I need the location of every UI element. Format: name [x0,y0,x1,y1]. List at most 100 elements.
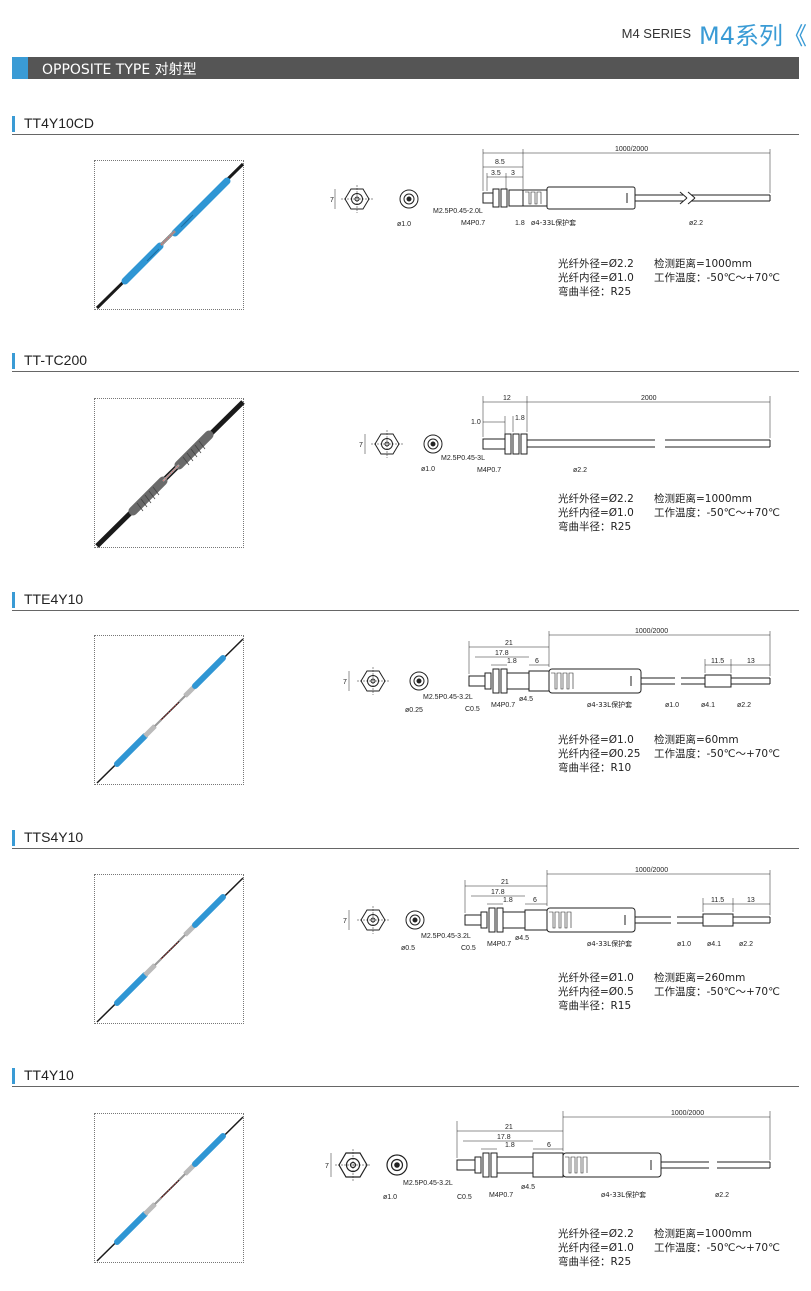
svg-text:1.0: 1.0 [471,419,481,426]
svg-text:17.8: 17.8 [495,650,509,657]
svg-text:1000/2000: 1000/2000 [635,867,668,874]
svg-text:M2.5P0.45-3.2L: M2.5P0.45-3.2L [421,933,471,940]
svg-text:11.5: 11.5 [711,897,724,904]
svg-text:7: 7 [330,197,334,204]
svg-text:ø2.2: ø2.2 [737,702,751,709]
series-label-cn: M4系列《 [699,22,807,50]
svg-text:ø2.2: ø2.2 [739,941,753,948]
svg-text:ø4-33L保护套: ø4-33L保护套 [601,1190,646,1199]
svg-text:ø1.0: ø1.0 [397,221,411,228]
svg-text:ø4.5: ø4.5 [519,696,533,703]
banner-title: OPPOSITE TYPE 对射型 [42,62,197,78]
svg-text:M2.5P0.45-3.2L: M2.5P0.45-3.2L [423,694,473,701]
title-accent [12,1068,15,1084]
product-photo [94,874,244,1024]
svg-text:6: 6 [547,1142,551,1149]
svg-text:M2.5P0.45-3.2L: M2.5P0.45-3.2L [403,1180,453,1187]
svg-text:1000/2000: 1000/2000 [635,628,668,635]
svg-text:M4P0.7: M4P0.7 [491,702,515,709]
svg-text:3: 3 [511,170,515,177]
svg-text:ø2.2: ø2.2 [689,220,703,227]
svg-text:ø2.2: ø2.2 [573,467,587,474]
section-rule [12,1086,799,1087]
svg-text:ø2.2: ø2.2 [715,1192,729,1199]
svg-text:17.8: 17.8 [491,889,505,896]
svg-text:ø1.0: ø1.0 [421,466,435,473]
svg-text:1000/2000: 1000/2000 [671,1110,704,1117]
series-label-en: M4 SERIES [621,26,691,41]
svg-text:ø1.0: ø1.0 [665,702,679,709]
product-section-tt4y10cd: TT4Y10CD 7 ø1.0 [0,115,811,335]
section-rule [12,371,799,372]
svg-text:1.8: 1.8 [507,658,517,665]
dimension-drawing: 7 ø0.25 21 17.8 1 [343,628,771,714]
model-name: TTS4Y10 [24,829,84,845]
dimension-drawing: 7 ø0.5 21 17.8 1. [343,867,771,952]
svg-text:8.5: 8.5 [495,159,505,166]
dimension-drawing: 7 ø1.0 21 17.8 1.8 6 1000/2000 M2 [325,1110,771,1201]
svg-text:1.8: 1.8 [505,1142,515,1149]
svg-text:ø4.1: ø4.1 [707,941,721,948]
svg-text:M4P0.7: M4P0.7 [477,467,501,474]
svg-text:ø4.1: ø4.1 [701,702,715,709]
svg-text:M2.5P0.45-3L: M2.5P0.45-3L [441,455,485,462]
svg-text:1.8: 1.8 [503,897,513,904]
svg-text:C0.5: C0.5 [461,945,476,952]
svg-text:17.8: 17.8 [497,1134,511,1141]
svg-text:ø1.0: ø1.0 [677,941,691,948]
title-accent [12,116,15,132]
svg-text:6: 6 [533,897,537,904]
svg-text:13: 13 [747,897,755,904]
product-photo [94,635,244,785]
svg-text:7: 7 [343,679,347,686]
title-accent [12,592,15,608]
svg-text:1.8: 1.8 [515,415,525,422]
svg-text:ø1.0: ø1.0 [383,1194,397,1201]
model-name: TTE4Y10 [24,591,84,607]
product-section-tt-tc200: TT-TC200 7 ø1.0 [0,352,811,572]
svg-text:M2.5P0.45-2.0L: M2.5P0.45-2.0L [433,208,483,215]
svg-text:1000/2000: 1000/2000 [615,146,648,153]
title-accent [12,353,15,369]
model-name: TT4Y10 [24,1067,74,1083]
svg-text:M4P0.7: M4P0.7 [489,1192,513,1199]
svg-text:M4P0.7: M4P0.7 [487,941,511,948]
product-section-tts4y10: TTS4Y10 7 ø0.5 [0,829,811,1049]
svg-text:21: 21 [501,879,509,886]
svg-text:ø0.25: ø0.25 [405,707,423,714]
section-rule [12,848,799,849]
svg-text:21: 21 [505,640,513,647]
svg-text:M4P0.7: M4P0.7 [461,220,485,227]
svg-text:7: 7 [325,1163,329,1170]
section-rule [12,134,799,135]
svg-text:ø4.5: ø4.5 [521,1184,535,1191]
title-accent [12,830,15,846]
product-photo [94,1113,244,1263]
svg-text:13: 13 [747,658,755,665]
product-photo [94,160,245,310]
svg-text:2000: 2000 [641,395,657,402]
svg-text:3.5: 3.5 [491,170,501,177]
category-banner: OPPOSITE TYPE 对射型 [12,57,799,79]
svg-text:ø0.5: ø0.5 [401,945,415,952]
svg-text:12: 12 [503,395,511,402]
svg-text:6: 6 [535,658,539,665]
svg-text:C0.5: C0.5 [457,1194,472,1201]
svg-text:7: 7 [343,918,347,925]
svg-text:ø4.5: ø4.5 [515,935,529,942]
svg-text:11.5: 11.5 [711,658,724,665]
svg-text:C0.5: C0.5 [465,706,480,713]
svg-text:ø4-33L保护套: ø4-33L保护套 [531,218,576,227]
section-rule [12,610,799,611]
product-section-tte4y10: TTE4Y10 7 ø0.25 [0,591,811,811]
banner-accent [12,57,28,79]
model-name: TT-TC200 [24,352,88,368]
dimension-drawing: 7 ø1.0 12 1.0 1.8 2000 M2.5P0.45-3L M4P0… [359,395,771,474]
svg-text:ø4-33L保护套: ø4-33L保护套 [587,939,632,948]
svg-text:1.8: 1.8 [515,220,525,227]
product-section-tt4y10: TT4Y10 7 ø1.0 [0,1067,811,1291]
svg-text:21: 21 [505,1124,513,1131]
svg-text:7: 7 [359,442,363,449]
product-photo [94,398,245,548]
svg-text:ø4-33L保护套: ø4-33L保护套 [587,700,632,709]
